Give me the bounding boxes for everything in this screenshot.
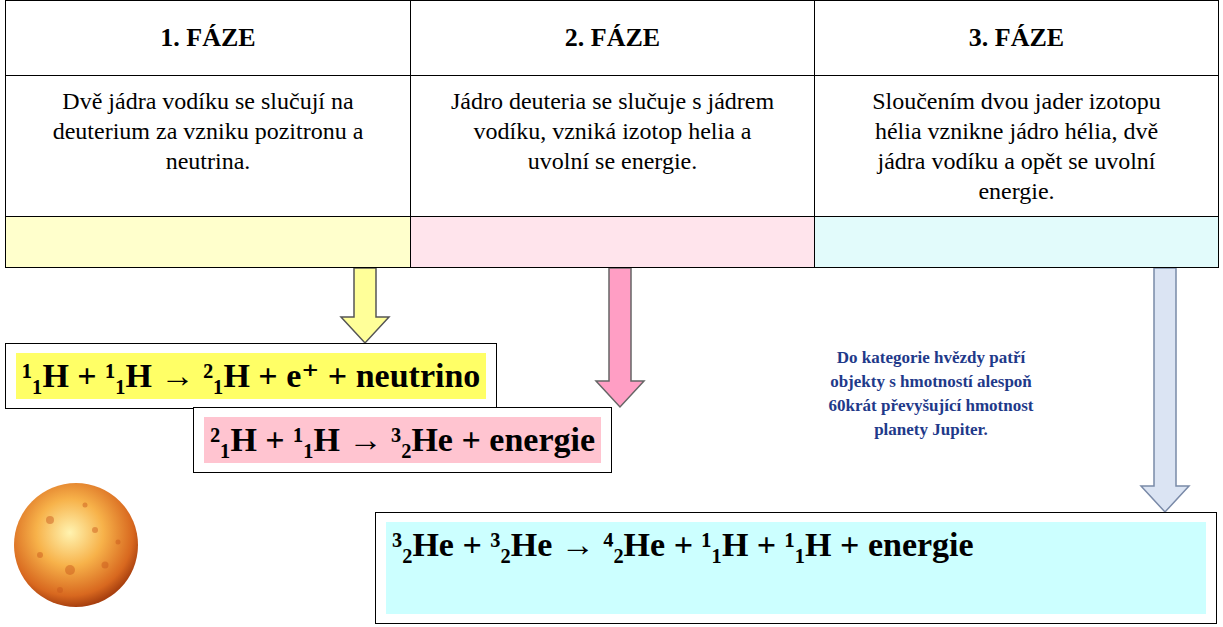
equation-box: ²₁H + ¹₁H → ³₂He + energie: [193, 407, 612, 473]
reaction-equation: ¹₁H + ¹₁H → ²₁H + e⁺ + neutrino: [16, 353, 486, 399]
reaction-equation: ³₂He + ³₂He → ⁴₂He + ¹₁H + ¹₁H + energie: [386, 522, 1206, 614]
phase-description: Dvě jádra vodíku se slučují na deuterium…: [6, 76, 410, 217]
note-text: Do kategorie hvězdy patří objekty s hmot…: [826, 346, 1036, 442]
phase-description: Sloučením dvou jader izotopu hélia vznik…: [815, 76, 1218, 217]
sun-picture: [0, 460, 160, 627]
block-arrow: [341, 268, 389, 343]
block-arrow: [1141, 268, 1189, 512]
phase-description: Jádro deuteria se slučuje s jádrem vodík…: [411, 76, 815, 217]
phase-heading: 1. FÁZE: [6, 1, 410, 76]
phase-heading: 2. FÁZE: [411, 1, 815, 76]
equation-box: ¹₁H + ¹₁H → ²₁H + e⁺ + neutrino: [5, 343, 497, 409]
color-band: [815, 217, 1218, 267]
phase-column: 2. FÁZEJádro deuteria se slučuje s jádre…: [410, 0, 816, 268]
color-band: [411, 217, 815, 267]
block-arrow: [596, 268, 644, 407]
phase-column: 3. FÁZESloučením dvou jader izotopu héli…: [814, 0, 1219, 268]
sun-spots: [37, 503, 121, 594]
equation-box: ³₂He + ³₂He → ⁴₂He + ¹₁H + ¹₁H + energie: [375, 512, 1217, 624]
sun-disc: [14, 483, 138, 607]
reaction-equation: ²₁H + ¹₁H → ³₂He + energie: [204, 417, 601, 463]
phase-heading: 3. FÁZE: [815, 1, 1218, 76]
phase-column: 1. FÁZEDvě jádra vodíku se slučují na de…: [5, 0, 411, 268]
color-band: [6, 217, 410, 267]
